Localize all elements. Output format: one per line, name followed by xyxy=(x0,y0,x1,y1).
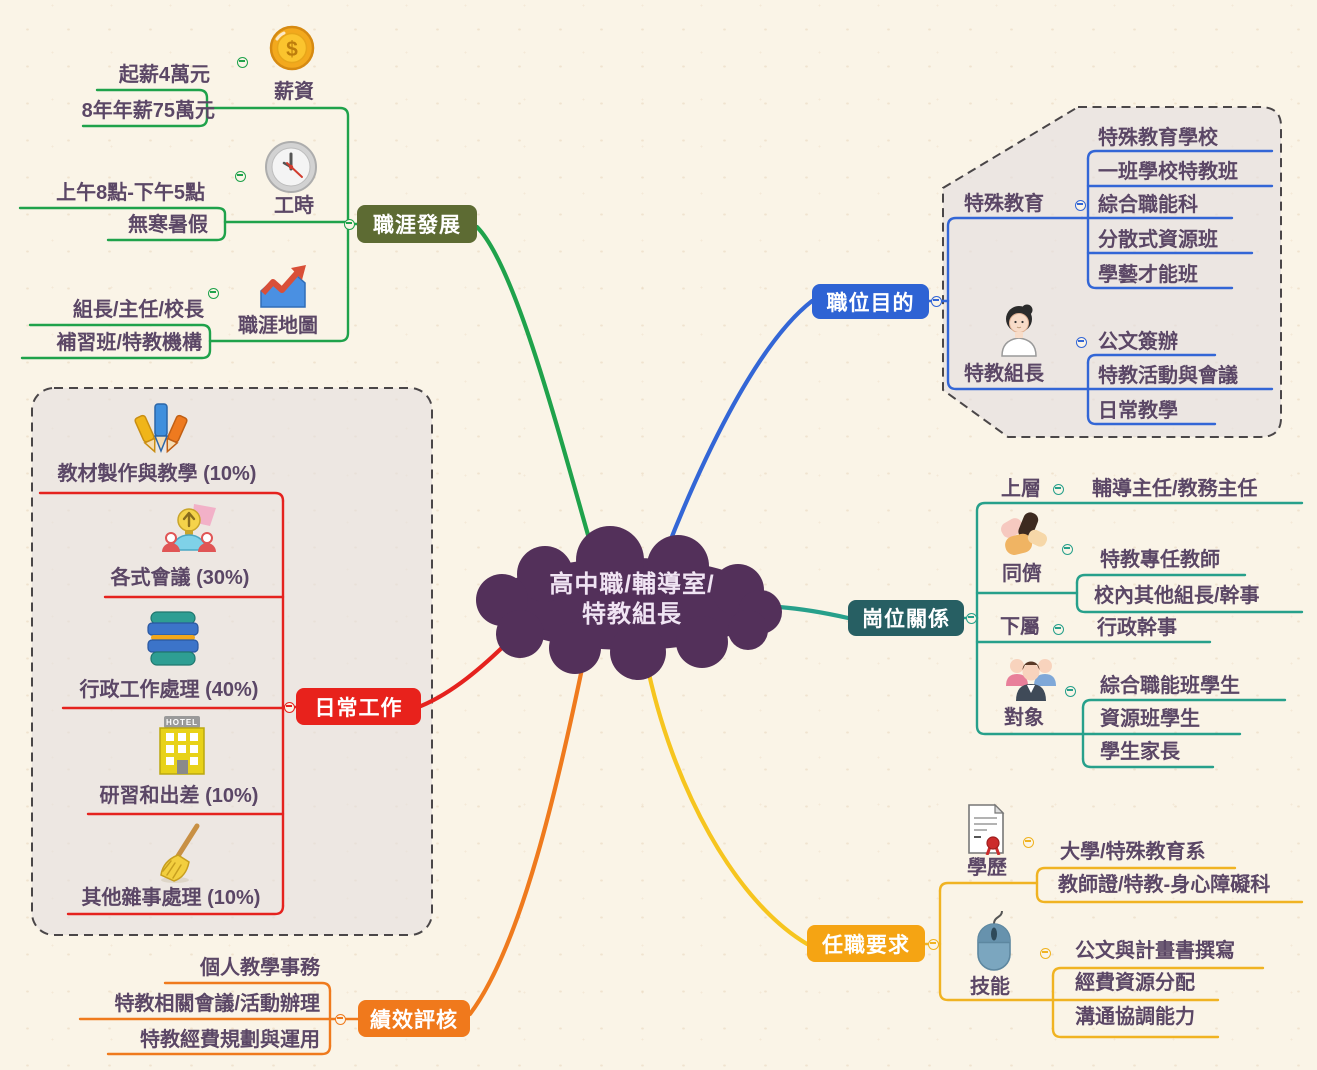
mouse-icon xyxy=(977,910,1011,971)
coin-icon: $ xyxy=(269,25,315,71)
collapse-hours[interactable] xyxy=(234,170,246,182)
topic-audience-item-0[interactable]: 綜合職能班學生 xyxy=(1100,675,1240,697)
people-group-icon xyxy=(1006,659,1056,701)
collapse-purpose[interactable] xyxy=(930,295,942,307)
collapse-career[interactable] xyxy=(343,218,355,230)
collapse-career-map[interactable] xyxy=(207,287,219,299)
files-stack-icon xyxy=(147,611,199,666)
topic-sped-item-2[interactable]: 綜合職能科 xyxy=(1098,194,1198,216)
chart-icon xyxy=(260,265,306,308)
topic-subordinate[interactable]: 下屬 xyxy=(1000,616,1040,638)
topic-salary[interactable]: 薪資 xyxy=(274,81,314,103)
topic-daily-item-2[interactable]: 行政工作處理 (40%) xyxy=(79,679,259,701)
topic-sped-item-0[interactable]: 特殊教育學校 xyxy=(1098,127,1218,149)
broom-icon xyxy=(160,823,200,883)
topic-daily-item-1[interactable]: 各式會議 (30%) xyxy=(110,567,250,589)
evaluation-wires xyxy=(78,656,587,1056)
topic-career-map[interactable]: 職涯地圖 xyxy=(238,315,318,337)
topic-salary-item-0[interactable]: 起薪4萬元 xyxy=(118,64,210,86)
pencils-icon xyxy=(134,403,188,454)
clock-icon xyxy=(265,141,317,193)
topic-skills-item-2[interactable]: 溝通協調能力 xyxy=(1075,1006,1195,1028)
collapse-special-education[interactable] xyxy=(1074,199,1086,211)
hotel-sign-text: HOTEL xyxy=(166,718,198,727)
topic-audience[interactable]: 對象 xyxy=(1004,707,1044,729)
topic-upper[interactable]: 上層 xyxy=(1001,478,1041,500)
collapse-education[interactable] xyxy=(1022,836,1034,848)
collapse-audience[interactable] xyxy=(1064,685,1076,697)
collapse-peers[interactable] xyxy=(1061,543,1073,555)
collapse-relations[interactable] xyxy=(965,612,977,624)
collapse-requirements[interactable] xyxy=(927,938,939,950)
topic-special-education[interactable]: 特殊教育 xyxy=(964,193,1044,215)
topic-peers[interactable]: 同儕 xyxy=(1002,563,1042,585)
topic-subordinate-item-0[interactable]: 行政幹事 xyxy=(1097,617,1177,639)
topic-hours-item-1[interactable]: 無寒暑假 xyxy=(128,214,208,236)
topic-education-item-0[interactable]: 大學/特殊教育系 xyxy=(1060,841,1206,863)
topic-career-map-item-0[interactable]: 組長/主任/校長 xyxy=(72,299,204,321)
certificate-icon xyxy=(968,803,1005,855)
topic-audience-item-1[interactable]: 資源班學生 xyxy=(1100,708,1200,730)
topic-leader-item-1[interactable]: 特教活動與會議 xyxy=(1098,365,1238,387)
root-cloud[interactable] xyxy=(476,526,782,680)
topic-sped-item-1[interactable]: 一班學校特教班 xyxy=(1098,161,1238,183)
topic-salary-item-1[interactable]: 8年年薪75萬元 xyxy=(81,100,215,122)
topic-audience-item-2[interactable]: 學生家長 xyxy=(1100,741,1180,763)
topic-sped-item-4[interactable]: 學藝才能班 xyxy=(1098,264,1198,286)
node-daily[interactable]: 日常工作 xyxy=(296,688,421,725)
topic-upper-item-0[interactable]: 輔導主任/教務主任 xyxy=(1092,478,1258,500)
topic-daily-item-4[interactable]: 其他雜事處理 (10%) xyxy=(81,887,261,909)
topic-peers-item-0[interactable]: 特教專任教師 xyxy=(1100,549,1220,571)
career-wires xyxy=(18,88,595,552)
root-topic-line1: 高中職/輔導室/ xyxy=(549,571,715,598)
topic-peers-item-1[interactable]: 校內其他組長/幹事 xyxy=(1094,585,1260,607)
collapse-skills[interactable] xyxy=(1039,947,1051,959)
topic-hours[interactable]: 工時 xyxy=(274,195,314,217)
topic-daily-item-3[interactable]: 研習和出差 (10%) xyxy=(99,785,259,807)
topic-sped-item-3[interactable]: 分散式資源班 xyxy=(1098,229,1218,251)
collapse-salary[interactable] xyxy=(236,56,248,68)
node-purpose[interactable]: 職位目的 xyxy=(812,284,929,319)
root-topic-line2: 特教組長 xyxy=(582,601,682,628)
node-career[interactable]: 職涯發展 xyxy=(357,205,477,243)
handshake-icon xyxy=(1001,512,1048,555)
node-evaluation[interactable]: 績效評核 xyxy=(358,1000,470,1037)
topic-eval-item-0[interactable]: 個人教學事務 xyxy=(200,957,320,979)
topic-sped-leader[interactable]: 特教組長 xyxy=(964,363,1044,385)
hotel-icon: HOTEL xyxy=(159,716,205,775)
node-relations[interactable]: 崗位關係 xyxy=(848,600,964,636)
meeting-icon xyxy=(162,504,216,552)
root-topic[interactable]: 高中職/輔導室/ 特教組長 xyxy=(492,570,772,630)
collapse-upper[interactable] xyxy=(1052,483,1064,495)
topic-eval-item-2[interactable]: 特教經費規劃與運用 xyxy=(140,1029,320,1051)
woman-avatar-icon xyxy=(1001,304,1037,357)
node-requirements[interactable]: 任職要求 xyxy=(807,925,925,962)
topic-eval-item-1[interactable]: 特教相關會議/活動辦理 xyxy=(114,993,320,1015)
topic-education-item-1[interactable]: 教師證/特教-身心障礙科 xyxy=(1058,874,1271,896)
topic-career-map-item-1[interactable]: 補習班/特教機構 xyxy=(56,332,202,354)
topic-leader-item-0[interactable]: 公文簽辦 xyxy=(1098,331,1178,353)
topic-hours-item-0[interactable]: 上午8點-下午5點 xyxy=(56,182,205,204)
daily-work-boundary xyxy=(31,387,433,936)
collapse-daily[interactable] xyxy=(283,701,295,713)
coin-symbol: $ xyxy=(286,38,298,61)
topic-skills-item-1[interactable]: 經費資源分配 xyxy=(1075,972,1195,994)
topic-leader-item-2[interactable]: 日常教學 xyxy=(1098,400,1178,422)
purpose-wires xyxy=(664,149,1274,552)
relations-wires xyxy=(776,501,1304,769)
topic-skills-item-0[interactable]: 公文與計畫書撰寫 xyxy=(1075,940,1235,962)
topic-daily-item-0[interactable]: 教材製作與教學 (10%) xyxy=(57,463,257,485)
collapse-sped-leader[interactable] xyxy=(1075,336,1087,348)
topic-skills[interactable]: 技能 xyxy=(970,976,1010,998)
collapse-subordinate[interactable] xyxy=(1052,623,1064,635)
collapse-evaluation[interactable] xyxy=(334,1013,346,1025)
requirements-wires xyxy=(643,657,1304,1039)
topic-education[interactable]: 學歷 xyxy=(967,857,1007,879)
